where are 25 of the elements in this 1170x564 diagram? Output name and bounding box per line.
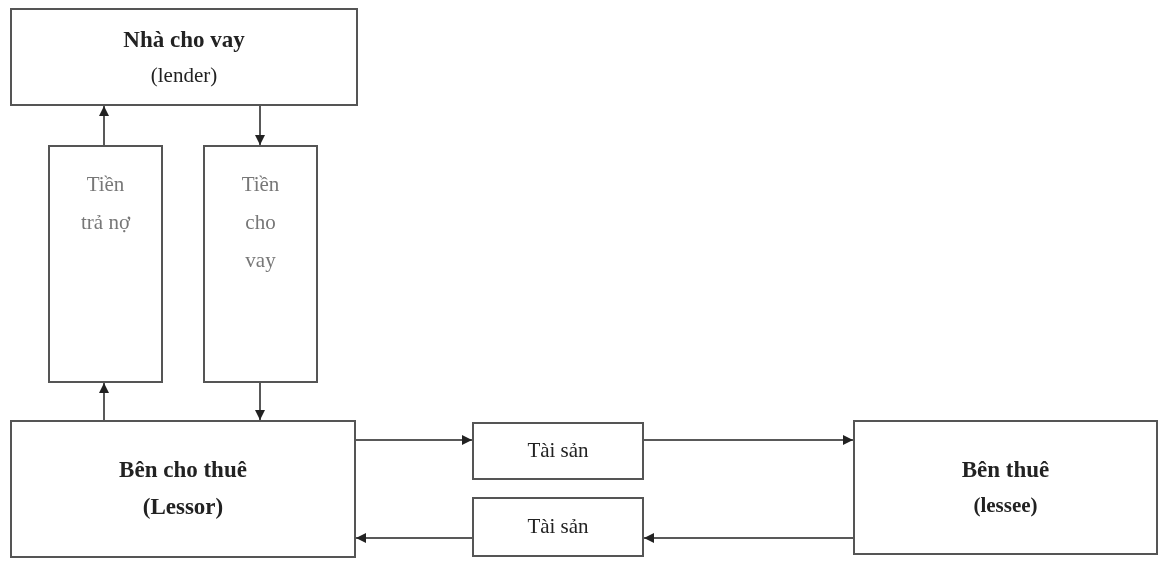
box-label: Tài sản — [527, 437, 589, 465]
box-label: Tài sản — [527, 513, 589, 541]
process-box — [48, 145, 163, 383]
box-label: (lender) — [150, 61, 218, 89]
box-label: Bên cho thuê — [119, 456, 247, 485]
arrow — [643, 533, 854, 543]
process-box — [472, 497, 644, 557]
arrow — [255, 382, 265, 421]
arrow — [355, 533, 473, 543]
process-box — [10, 8, 358, 106]
process-box — [472, 422, 644, 480]
arrow — [255, 105, 265, 146]
box-label: (lessee) — [973, 492, 1038, 520]
box-label: Tiền cho vay — [240, 171, 281, 274]
arrow — [99, 105, 109, 146]
arrow — [355, 435, 473, 445]
box-label: (Lessor) — [142, 493, 224, 521]
process-box — [203, 145, 318, 383]
arrow — [643, 435, 854, 445]
box-label: Bên thuê — [961, 456, 1050, 485]
process-box — [10, 420, 356, 558]
arrow — [99, 382, 109, 421]
process-box — [853, 420, 1158, 555]
box-label: Nhà cho vay — [123, 25, 245, 54]
box-label: Tiền trả nợ — [80, 171, 131, 236]
